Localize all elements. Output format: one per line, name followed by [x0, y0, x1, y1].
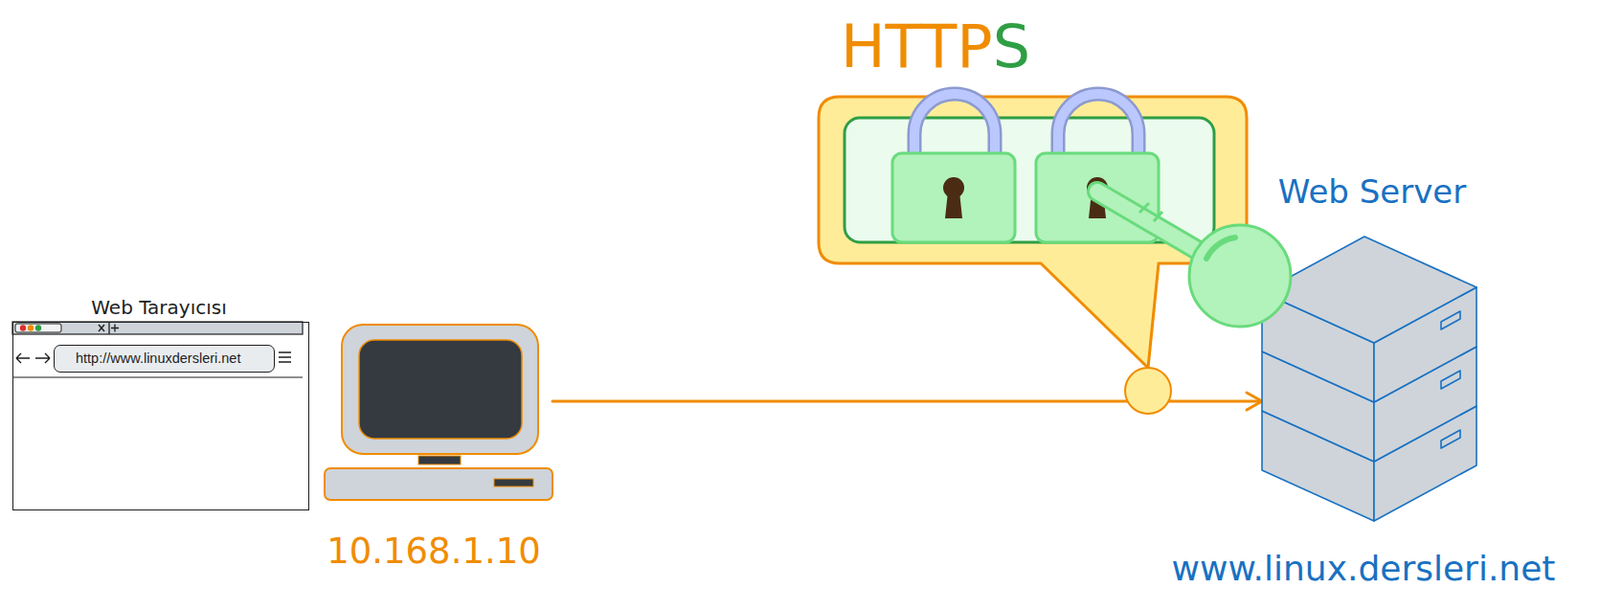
- window-dot: [27, 324, 34, 331]
- connector-line: [552, 400, 1262, 404]
- arrow-head: [1246, 392, 1262, 410]
- key: [1097, 191, 1291, 327]
- protocol-title: HTTPS: [840, 12, 1031, 81]
- ip-address: 10.168.1.10: [326, 531, 541, 573]
- title-bar: [12, 321, 303, 335]
- window-dot: [20, 324, 26, 331]
- browser-chrome: [12, 321, 303, 378]
- new-tab-icon: [109, 321, 119, 335]
- forward-arrow: [35, 353, 50, 363]
- padlock: [892, 93, 1015, 243]
- url-text: http://www.linuxdersleri.net: [54, 345, 274, 372]
- web-server: Web Serverwww.linux.dersleri.net: [1261, 236, 1477, 531]
- server-label: Web Server: [1278, 173, 1466, 211]
- url-bar: http://www.linuxdersleri.net: [53, 344, 275, 373]
- tap-dot: [1125, 367, 1172, 414]
- client-computer: 10.168.1.10: [324, 324, 553, 500]
- menu-icon: [278, 352, 292, 362]
- callout-bubble: [818, 96, 1247, 368]
- close-icon: [98, 324, 105, 332]
- server-stack: [1261, 236, 1477, 521]
- browser-window: Web Tarayıcısıhttp://www.linuxdersleri.n…: [12, 321, 310, 511]
- https-callout: HTTPS: [818, 96, 1247, 264]
- domain-name: www.linux.dersleri.net: [1171, 548, 1556, 588]
- browser-label: Web Tarayıcısı: [90, 296, 227, 319]
- tab: [15, 323, 62, 333]
- toolbar-divider: [12, 377, 303, 379]
- back-arrow: [16, 353, 30, 363]
- window-dot: [35, 324, 42, 331]
- computer-icon: [324, 324, 553, 500]
- connector-arrow: [552, 392, 1262, 410]
